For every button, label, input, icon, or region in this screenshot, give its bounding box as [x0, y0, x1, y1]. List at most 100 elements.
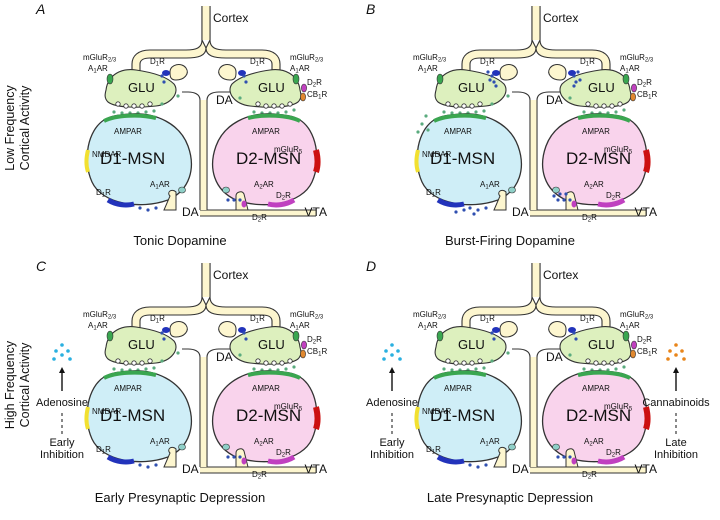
d1r-terminal-label-left-sub: 1 [486, 319, 490, 325]
d2r-terminal-label-rest: R [316, 78, 322, 87]
d1r-terminal-label-right: D1R [250, 57, 265, 68]
mglur23-label-left-base: mGluR [83, 310, 108, 319]
d2r-post-receptor [597, 197, 626, 208]
mglur23-label-right-sub: 2/3 [645, 58, 654, 64]
a1ar-terminal-label-left-rest: AR [97, 321, 108, 330]
mglur23-label-left: mGluR2/3 [83, 310, 117, 321]
d2r-post-label-base: D [276, 448, 282, 457]
d1r-terminal-label-left-base: D [150, 57, 156, 66]
da-dot-7 [226, 198, 230, 202]
da-dot-7 [226, 455, 230, 459]
mglur23-label-right: mGluR2/3 [620, 53, 654, 64]
ampar-receptor-d1 [433, 113, 487, 123]
d1r-terminal-label-right-sub: 1 [256, 62, 260, 68]
d2r-terminal-receptor [631, 340, 637, 350]
signal-right-molecule-0 [674, 343, 678, 347]
glu-dot-right-5 [622, 365, 626, 369]
glu-vesicle-left-4 [477, 101, 483, 107]
a1ar-terminal-label-left-sub: 1 [423, 69, 427, 75]
cb1r-terminal-label-sub: 1 [648, 352, 652, 358]
nmdar-receptor [84, 406, 90, 430]
nmdar-label: NMDAR [422, 150, 452, 159]
a1ar-terminal-label-right-base: A [620, 64, 626, 73]
panel-caption: Late Presynaptic Depression [427, 490, 593, 505]
a1ar-terminal-label-right-base: A [290, 321, 296, 330]
da-dot-3 [244, 80, 248, 84]
cb1r-terminal-label-rest: R [321, 90, 327, 99]
a2ar-receptor [222, 186, 230, 194]
cortex-label: Cortex [213, 268, 248, 282]
vta-axon [200, 209, 316, 217]
d2-msn-label: D2-MSN [566, 406, 631, 425]
row-label-bottom-line1: High Frequency [3, 340, 17, 429]
nmdar-receptor [84, 149, 90, 173]
glu-dot-right-4 [284, 110, 288, 114]
d2r-axon-receptor [571, 457, 577, 465]
da-dot-9 [238, 455, 242, 459]
a1ar-terminal-label-right-rest: AR [299, 64, 310, 73]
a1ar-terminal-label-left-base: A [418, 321, 424, 330]
da-dot-0 [490, 331, 494, 335]
d1r-post-label-sub: 1 [102, 193, 106, 199]
d1r-terminal-receptor [162, 327, 170, 333]
d2r-terminal-receptor [631, 83, 637, 93]
d1r-post-receptor [436, 197, 465, 208]
da-burst-dot-6 [462, 208, 466, 212]
glu-vesicle-right-3 [609, 360, 615, 366]
a1ar-post-label-base: A [480, 180, 486, 189]
d2r-axon-receptor [241, 200, 247, 208]
signal-left-molecule-2 [66, 349, 70, 353]
d2r-post-label: D2R [606, 191, 621, 202]
glu-dot-left-0 [112, 110, 116, 114]
glu-dot-left-7 [176, 351, 180, 355]
mglur5-label-base: mGluR [604, 145, 629, 154]
glu-dot-left-5 [482, 109, 486, 113]
d2r-terminal-label-rest: R [316, 335, 322, 344]
d2r-post-label-base: D [606, 191, 612, 200]
cb1r-terminal-receptor [630, 92, 636, 102]
ampar-receptor-d2 [577, 113, 631, 123]
glu-vesicle-left-3 [469, 360, 475, 366]
glu-vesicle-left-2 [461, 103, 467, 109]
mglur5-label-base: mGluR [604, 402, 629, 411]
vta-trunk-fill [200, 357, 207, 467]
da-dot-4 [468, 463, 472, 467]
d2r-terminal-label-base: D [637, 335, 643, 344]
da-dot-7 [556, 455, 560, 459]
glu-vesicle-right-0 [585, 358, 591, 364]
glu-dot-right-6 [568, 353, 572, 357]
glu-dot-right-0 [582, 367, 586, 371]
a2ar-label: A2AR [254, 437, 274, 448]
d2r-post-label-base: D [606, 448, 612, 457]
cb1r-terminal-label-rest: R [651, 347, 657, 356]
glu-dot-left-4 [144, 367, 148, 371]
signal-left-molecule-4 [398, 357, 402, 361]
da-dot-6 [484, 206, 488, 210]
d1r-terminal-label-right-base: D [580, 314, 586, 323]
d2r-post-label-rest: R [615, 191, 621, 200]
glu-vesicle-right-1 [263, 360, 269, 366]
nmdar-label: NMDAR [92, 150, 122, 159]
d2r-post-label-rest: R [615, 448, 621, 457]
glu-dot-left-5 [152, 366, 156, 370]
mglur23-receptor-left [436, 330, 444, 342]
ampar-label-d1: AMPAR [444, 127, 472, 136]
da-burst-dot-8 [472, 212, 476, 216]
d1r-post-label-base: D [96, 188, 102, 197]
a1ar-terminal-label-right-rest: AR [629, 321, 640, 330]
da-burst-dot-3 [576, 70, 580, 74]
a2ar-label-sub: 2 [589, 185, 593, 191]
ampar-receptor-d1 [433, 370, 487, 380]
cortex-arm-left [461, 39, 537, 75]
cb1r-terminal-label-base: CB [307, 347, 318, 356]
d2r-post-label-rest: R [285, 448, 291, 457]
glu-spill-dot-2 [426, 128, 430, 132]
cb1r-terminal-label: CB1R [307, 90, 327, 101]
cortex-arm-right [205, 296, 281, 332]
ampar-label-d1: AMPAR [114, 384, 142, 393]
signal-left-molecule-0 [60, 343, 64, 347]
da-dot-1 [162, 337, 166, 341]
glu-dot-right-4 [614, 367, 618, 371]
cortex-trunk-fill [532, 6, 540, 40]
d2r-post-label-base: D [276, 191, 282, 200]
